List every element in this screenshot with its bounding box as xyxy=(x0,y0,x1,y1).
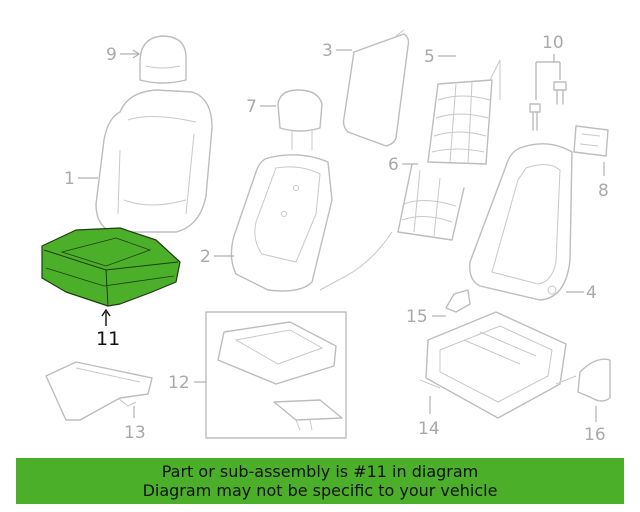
part-8-clip xyxy=(573,125,609,157)
callout-3: 3 xyxy=(322,41,333,61)
part-10-bolts xyxy=(529,81,567,131)
part-11-seat-cushion-cover xyxy=(41,227,181,307)
banner-line-1: Part or sub-assembly is #11 in diagram xyxy=(161,462,479,481)
leader-10 xyxy=(535,54,561,100)
part-5-spring-mat xyxy=(427,59,501,165)
part-9-headrest xyxy=(139,35,187,84)
callout-12: 12 xyxy=(168,373,190,393)
callout-11: 11 xyxy=(96,328,120,350)
callout-14: 14 xyxy=(418,419,440,439)
banner-line-2: Diagram may not be specific to your vehi… xyxy=(142,481,498,500)
part-13-cushion-pan xyxy=(45,361,153,421)
callout-2: 2 xyxy=(200,247,211,267)
part-4-seat-frame xyxy=(469,143,573,301)
part-16-side-cover xyxy=(577,358,611,402)
callout-4: 4 xyxy=(586,283,597,303)
callout-15: 15 xyxy=(406,307,428,327)
info-banner: Part or sub-assembly is #11 in diagram D… xyxy=(16,458,624,504)
callout-16: 16 xyxy=(584,425,606,445)
part-3-back-panel xyxy=(342,29,410,147)
callout-1: 1 xyxy=(64,169,75,189)
callout-10: 10 xyxy=(542,33,564,53)
part-6-wire-frame xyxy=(319,163,465,291)
callout-13: 13 xyxy=(124,423,146,443)
part-2-seatback-pad xyxy=(230,154,333,292)
callout-5: 5 xyxy=(424,47,435,67)
part-1-seatback-cover xyxy=(95,89,213,233)
callout-9: 9 xyxy=(106,45,117,65)
part-14-seat-track xyxy=(419,311,577,419)
callout-7: 7 xyxy=(246,97,257,117)
callout-8: 8 xyxy=(598,181,609,201)
part-7-headrest xyxy=(277,89,323,150)
part-15-bracket xyxy=(445,289,471,313)
callout-6: 6 xyxy=(388,155,399,175)
part-12-cushion-pad-box xyxy=(205,311,347,439)
